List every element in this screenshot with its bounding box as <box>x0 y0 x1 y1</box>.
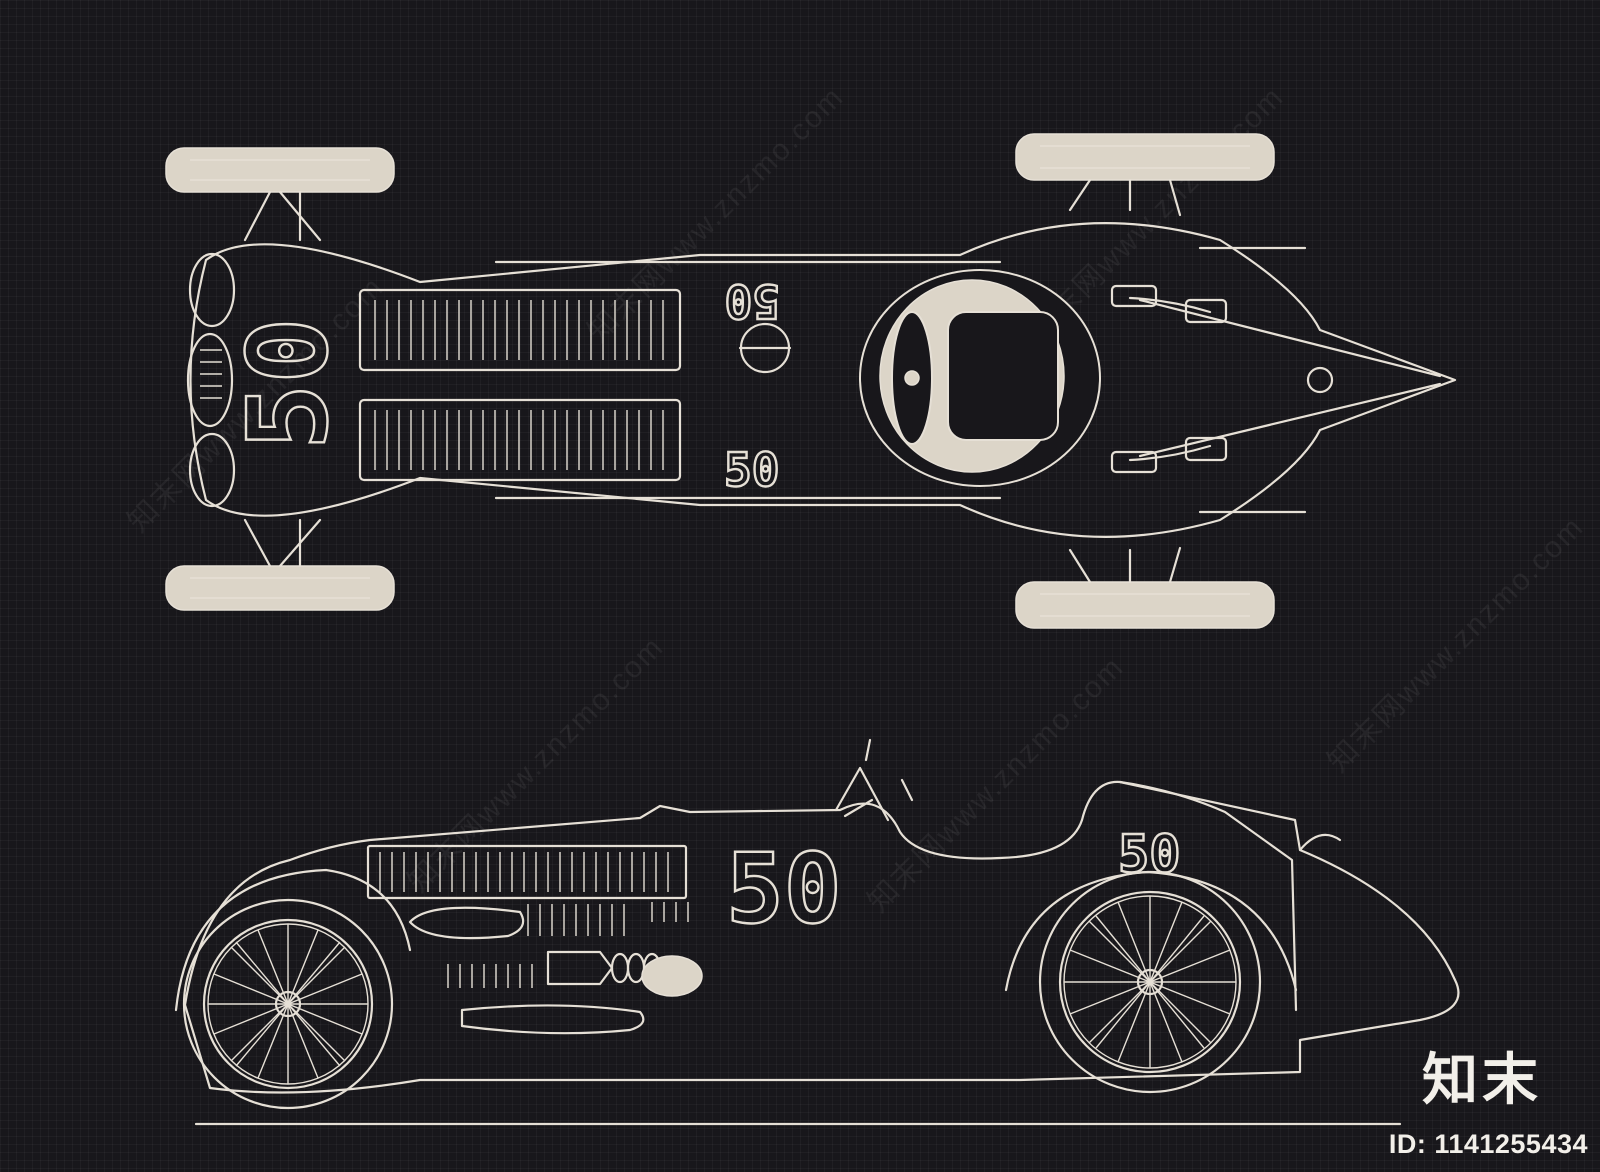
front-wheel <box>1038 870 1262 1094</box>
rear-wheel <box>182 898 394 1110</box>
side-car-number: 50 <box>726 833 842 945</box>
side-louvre-panel <box>366 844 688 900</box>
watermark-logo: 知末 <box>1422 1048 1542 1113</box>
side-body-outline <box>183 780 1460 1094</box>
exhaust-pipe <box>460 1004 645 1035</box>
cockpit-opening <box>947 311 1059 441</box>
top-body-outline <box>189 222 1457 538</box>
image-id-label: ID: 1141255434 <box>1388 1129 1588 1159</box>
top-louvre-panel-upper <box>358 288 682 372</box>
top-side-number-upper: 50 <box>725 274 780 328</box>
windscreen <box>834 766 890 822</box>
nose-emblem <box>1306 366 1334 394</box>
top-louvre-panel-lower <box>358 398 682 482</box>
top-side-number-lower: 50 <box>724 443 779 497</box>
side-intake <box>408 906 525 940</box>
rear-side-number: 50 <box>1118 825 1181 885</box>
side-fuel-cap <box>641 955 703 997</box>
top-car-number: 50 <box>224 318 352 450</box>
